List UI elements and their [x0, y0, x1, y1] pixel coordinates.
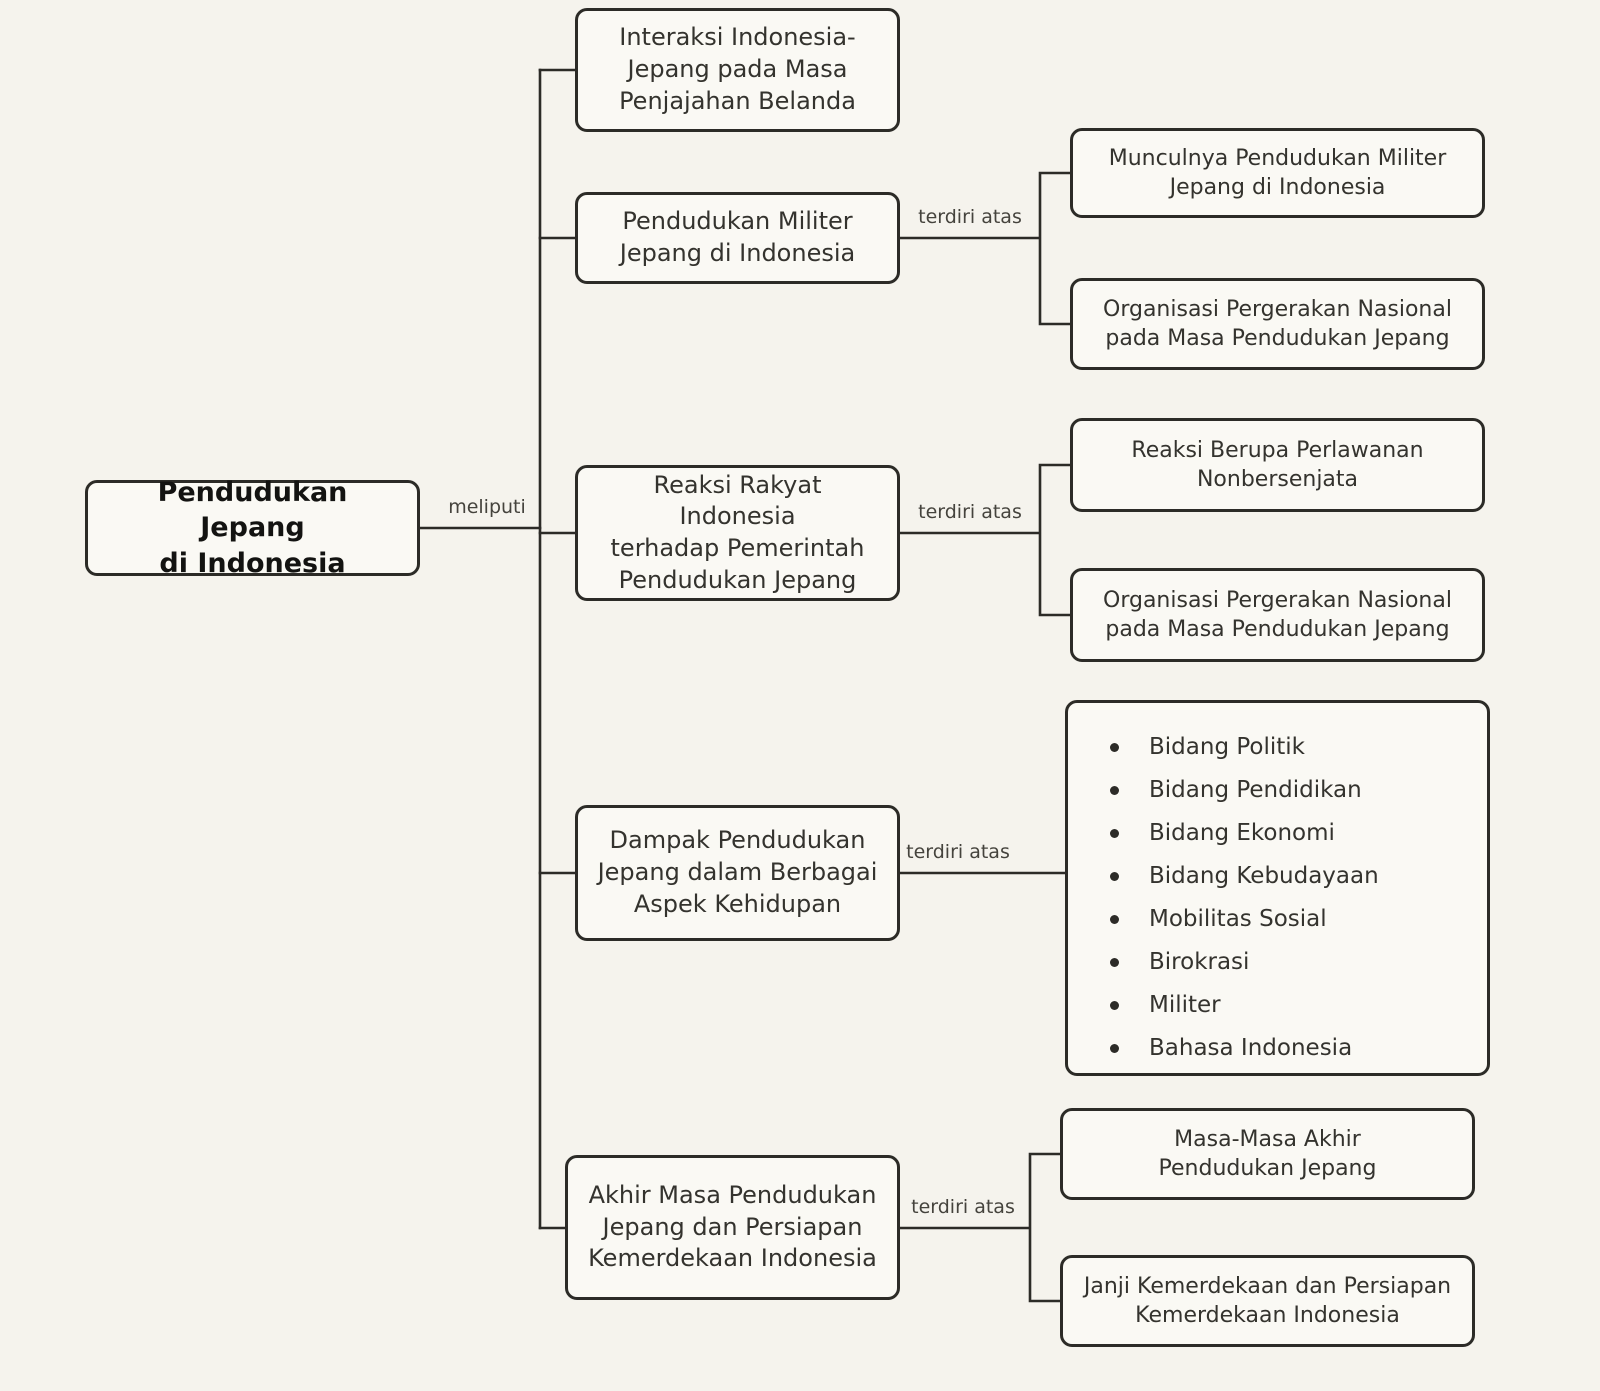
child-label: Reaksi Berupa Perlawanan Nonbersenjata [1131, 437, 1424, 492]
list-item-label: Bahasa Indonesia [1149, 1035, 1353, 1061]
branch-node-dampak-pendudukan: Dampak Pendudukan Jepang dalam Berbagai … [575, 805, 900, 941]
list-item: Bidang Kebudayaan [1098, 862, 1469, 891]
root-label: Pendudukan Jepang di Indonesia [157, 476, 348, 579]
edge-label-terdiri-atas: terdiri atas [906, 841, 1010, 863]
branch-node-reaksi-rakyat: Reaksi Rakyat Indonesia terhadap Pemerin… [575, 465, 900, 601]
connector-branch5 [898, 1152, 1062, 1303]
connector-branch2 [898, 171, 1072, 326]
aspek-list: Bidang Politik Bidang Pendidikan Bidang … [1098, 733, 1469, 1077]
bullet-icon [1110, 786, 1119, 795]
list-item-label: Militer [1149, 992, 1221, 1018]
branch-node-pendudukan-militer: Pendudukan Militer Jepang di Indonesia [575, 192, 900, 284]
list-item-label: Bidang Pendidikan [1149, 777, 1362, 803]
list-item: Bidang Pendidikan [1098, 776, 1469, 805]
child-node-organisasi-pergerakan-1: Organisasi Pergerakan Nasional pada Masa… [1070, 278, 1485, 370]
list-item: Bahasa Indonesia [1098, 1034, 1469, 1063]
child-label: Janji Kemerdekaan dan Persiapan Kemerdek… [1083, 1273, 1452, 1328]
list-item-label: Birokrasi [1149, 949, 1250, 975]
list-item-label: Mobilitas Sosial [1149, 906, 1327, 932]
child-node-masa-akhir: Masa-Masa Akhir Pendudukan Jepang [1060, 1108, 1475, 1200]
bullet-icon [1110, 872, 1119, 881]
child-node-munculnya-pendudukan: Munculnya Pendudukan Militer Jepang di I… [1070, 128, 1485, 218]
branch-label: Dampak Pendudukan Jepang dalam Berbagai … [597, 826, 878, 918]
list-item-label: Bidang Kebudayaan [1149, 863, 1379, 889]
list-item-label: Bidang Ekonomi [1149, 820, 1335, 846]
branch-node-interaksi: Interaksi Indonesia- Jepang pada Masa Pe… [575, 8, 900, 132]
edge-label-terdiri-atas: terdiri atas [918, 206, 1022, 228]
connector-trunk-stubs [538, 68, 577, 1230]
bullet-icon [1110, 743, 1119, 752]
connector-branch3 [898, 463, 1072, 617]
bullet-icon [1110, 958, 1119, 967]
edge-label-meliputi: meliputi [448, 496, 526, 518]
edge-label-terdiri-atas: terdiri atas [911, 1196, 1015, 1218]
child-node-aspek-list: Bidang Politik Bidang Pendidikan Bidang … [1065, 700, 1490, 1076]
child-label: Munculnya Pendudukan Militer Jepang di I… [1108, 145, 1447, 200]
bullet-icon [1110, 829, 1119, 838]
list-item: Militer [1098, 991, 1469, 1020]
child-node-organisasi-pergerakan-2: Organisasi Pergerakan Nasional pada Masa… [1070, 568, 1485, 662]
branch-label: Pendudukan Militer Jepang di Indonesia [619, 207, 856, 267]
bullet-icon [1110, 1001, 1119, 1010]
child-label: Organisasi Pergerakan Nasional pada Masa… [1103, 587, 1452, 642]
list-item: Mobilitas Sosial [1098, 905, 1469, 934]
branch-label: Akhir Masa Pendudukan Jepang dan Persiap… [588, 1180, 877, 1273]
list-item: Birokrasi [1098, 948, 1469, 977]
child-node-reaksi-nonbersenjata: Reaksi Berupa Perlawanan Nonbersenjata [1070, 418, 1485, 512]
list-item: Bidang Politik [1098, 733, 1469, 762]
bullet-icon [1110, 1044, 1119, 1053]
list-item-label: Bidang Politik [1149, 734, 1305, 760]
branch-label: Reaksi Rakyat Indonesia terhadap Pemerin… [610, 470, 865, 594]
bullet-icon [1110, 915, 1119, 924]
branch-node-akhir-masa: Akhir Masa Pendudukan Jepang dan Persiap… [565, 1155, 900, 1300]
child-node-janji-kemerdekaan: Janji Kemerdekaan dan Persiapan Kemerdek… [1060, 1255, 1475, 1347]
child-label: Masa-Masa Akhir Pendudukan Jepang [1158, 1126, 1377, 1181]
branch-label: Interaksi Indonesia- Jepang pada Masa Pe… [619, 23, 856, 115]
edge-label-terdiri-atas: terdiri atas [918, 501, 1022, 523]
root-node: Pendudukan Jepang di Indonesia [85, 477, 420, 579]
child-label: Organisasi Pergerakan Nasional pada Masa… [1103, 296, 1452, 351]
list-item: Bidang Ekonomi [1098, 819, 1469, 848]
